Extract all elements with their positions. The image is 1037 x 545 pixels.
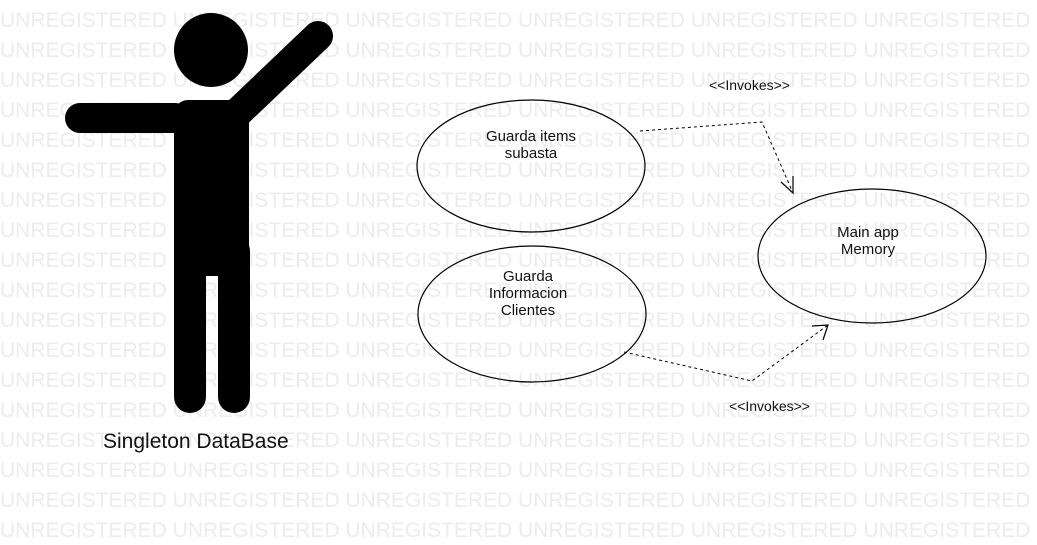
relation-items-memory-arrowhead [780,176,794,195]
actor-left-arm [65,103,190,133]
use-case-items-label-line-1: Guarda items [485,128,577,145]
actor-torso [174,100,249,276]
actor-left-leg [174,235,206,413]
relation-clientes-memory-label: <<Invokes>> [729,398,810,414]
actor-head [174,13,248,87]
actor-figure[interactable] [65,13,333,413]
use-case-memory-label-line-2: Memory [840,241,896,258]
actor-right-leg [218,235,250,413]
use-case-clientes-ellipse[interactable] [417,245,647,383]
use-case-clientes-label-line-2: Informacion [488,285,568,302]
use-case-items-label: Guarda items subasta [451,128,611,162]
use-case-items-label-line-2: subasta [504,145,558,162]
actor-right-arm [217,21,333,133]
relation-clientes-memory-arrowhead [811,324,829,341]
use-case-clientes-label-line-1: Guarda [502,268,554,285]
relation-items-memory-line[interactable] [639,121,794,194]
use-case-memory-label: Main app Memory [788,224,948,258]
use-case-memory-label-line-1: Main app [837,224,899,241]
use-case-clientes-label-line-3: Clientes [500,302,556,319]
use-case-clientes-label: Guarda Informacion Clientes [448,268,608,319]
actor-name-label: Singleton DataBase [103,430,289,453]
relation-items-memory-label: <<Invokes>> [709,77,790,93]
use-case-items-ellipse[interactable] [416,99,646,233]
use-case-memory-ellipse[interactable] [757,188,987,324]
relation-clientes-memory-line[interactable] [623,324,829,382]
